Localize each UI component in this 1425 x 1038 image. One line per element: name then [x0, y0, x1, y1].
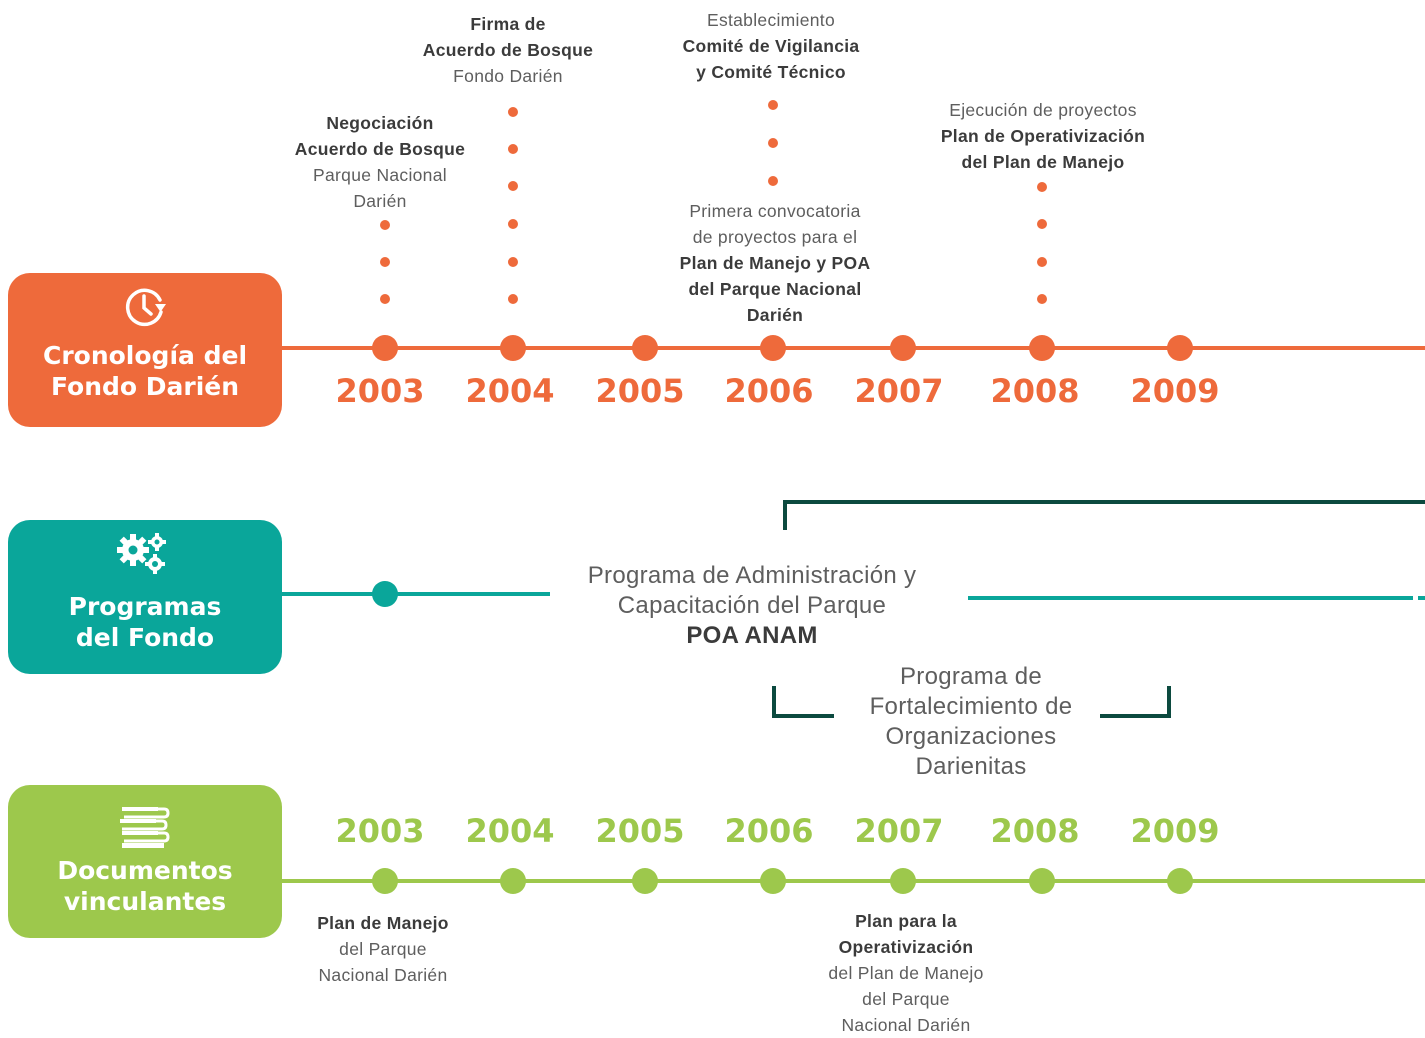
books-icon — [120, 807, 170, 848]
connector-dot — [508, 181, 518, 191]
year-top-2005: 2005 — [595, 372, 685, 410]
badge-programas: Programas del Fondo — [8, 520, 282, 674]
program-fortalecimiento: Programa de Fortalecimiento de Organizac… — [869, 663, 1073, 780]
teal-line-right — [968, 596, 1413, 600]
event-2004: Firma de Acuerdo de Bosque Fondo Darién — [422, 14, 594, 86]
bracket-fort-left-v — [772, 686, 776, 717]
connector-dot — [1037, 257, 1047, 267]
orange-dot-2003 — [372, 335, 398, 361]
green-dot-2007 — [890, 868, 916, 894]
green-dot-2005 — [632, 868, 658, 894]
badge-documentos: Documentos vinculantes — [8, 785, 282, 938]
year-top-2008: 2008 — [990, 372, 1080, 410]
connector-dot — [1037, 294, 1047, 304]
green-dot-2004 — [500, 868, 526, 894]
green-dot-2003 — [372, 868, 398, 894]
year-bottom-2003: 2003 — [335, 812, 425, 850]
green-dot-2006 — [760, 868, 786, 894]
connector-dot — [768, 138, 778, 148]
year-top-2006: 2006 — [724, 372, 814, 410]
clock-arrow-icon — [125, 288, 166, 326]
connector-dot — [380, 294, 390, 304]
connector-dot — [1037, 182, 1047, 192]
badge-documentos-title: Documentos vinculantes — [57, 856, 233, 916]
event-2008: Ejecución de proyectos Plan de Operativi… — [940, 100, 1146, 172]
connector-dot — [508, 144, 518, 154]
gears-icon — [117, 533, 166, 574]
year-bottom-2008: 2008 — [990, 812, 1080, 850]
teal-line-end — [1418, 596, 1425, 600]
green-timeline-line — [282, 879, 1425, 883]
year-bottom-2005: 2005 — [595, 812, 685, 850]
bracket-fort-right-h — [1100, 714, 1171, 718]
year-top-2004: 2004 — [465, 372, 555, 410]
orange-dot-2006 — [760, 335, 786, 361]
document-2007: Plan para la Operativización del Plan de… — [828, 911, 984, 1035]
connector-dot — [508, 294, 518, 304]
connector-dot — [380, 257, 390, 267]
teal-dot-2003 — [372, 581, 398, 607]
year-bottom-2004: 2004 — [465, 812, 555, 850]
badge-cronologia: Cronología del Fondo Darién — [8, 273, 282, 427]
connector-dot — [508, 257, 518, 267]
event-2006-comite: Establecimiento Comité de Vigilancia y C… — [682, 10, 860, 82]
orange-dot-2009 — [1167, 335, 1193, 361]
orange-timeline-line — [282, 346, 1425, 350]
green-dot-2008 — [1029, 868, 1055, 894]
year-top-2003: 2003 — [335, 372, 425, 410]
badge-programas-title: Programas del Fondo — [68, 592, 222, 652]
program-administracion: Programa de Administración y Capacitació… — [587, 562, 917, 649]
bracket-admin-top — [783, 500, 1425, 504]
orange-dot-2005 — [632, 335, 658, 361]
bracket-fort-left-h — [772, 714, 834, 718]
event-2003: Negociación Acuerdo de Bosque Parque Nac… — [294, 113, 466, 211]
connector-dot — [1037, 219, 1047, 229]
event-2006-convocatoria: Primera convocatoria de proyectos para e… — [679, 201, 871, 325]
year-bottom-2006: 2006 — [724, 812, 814, 850]
year-top-2009: 2009 — [1130, 372, 1220, 410]
badge-cronologia-title: Cronología del Fondo Darién — [42, 341, 248, 401]
bracket-admin-left — [783, 500, 787, 530]
year-bottom-2009: 2009 — [1130, 812, 1220, 850]
orange-dot-2007 — [890, 335, 916, 361]
bracket-fort-right-v — [1167, 686, 1171, 718]
connector-dot — [508, 219, 518, 229]
connector-dot — [508, 107, 518, 117]
connector-dot — [380, 220, 390, 230]
year-bottom-2007: 2007 — [854, 812, 944, 850]
green-dot-2009 — [1167, 868, 1193, 894]
connector-dot — [768, 100, 778, 110]
orange-dot-2008 — [1029, 335, 1055, 361]
connector-dot — [768, 176, 778, 186]
year-top-2007: 2007 — [854, 372, 944, 410]
teal-line-left — [282, 592, 550, 596]
orange-dot-2004 — [500, 335, 526, 361]
document-2003: Plan de Manejo del Parque Nacional Darié… — [317, 913, 449, 985]
